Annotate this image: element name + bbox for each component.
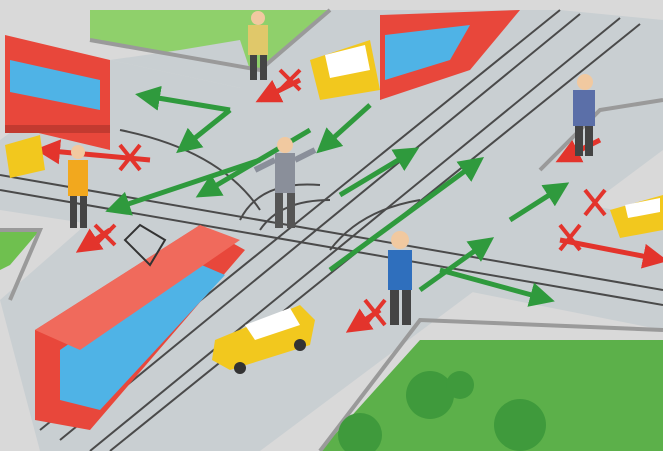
intersection-illustration <box>0 0 663 451</box>
intersection-svg <box>0 0 663 451</box>
